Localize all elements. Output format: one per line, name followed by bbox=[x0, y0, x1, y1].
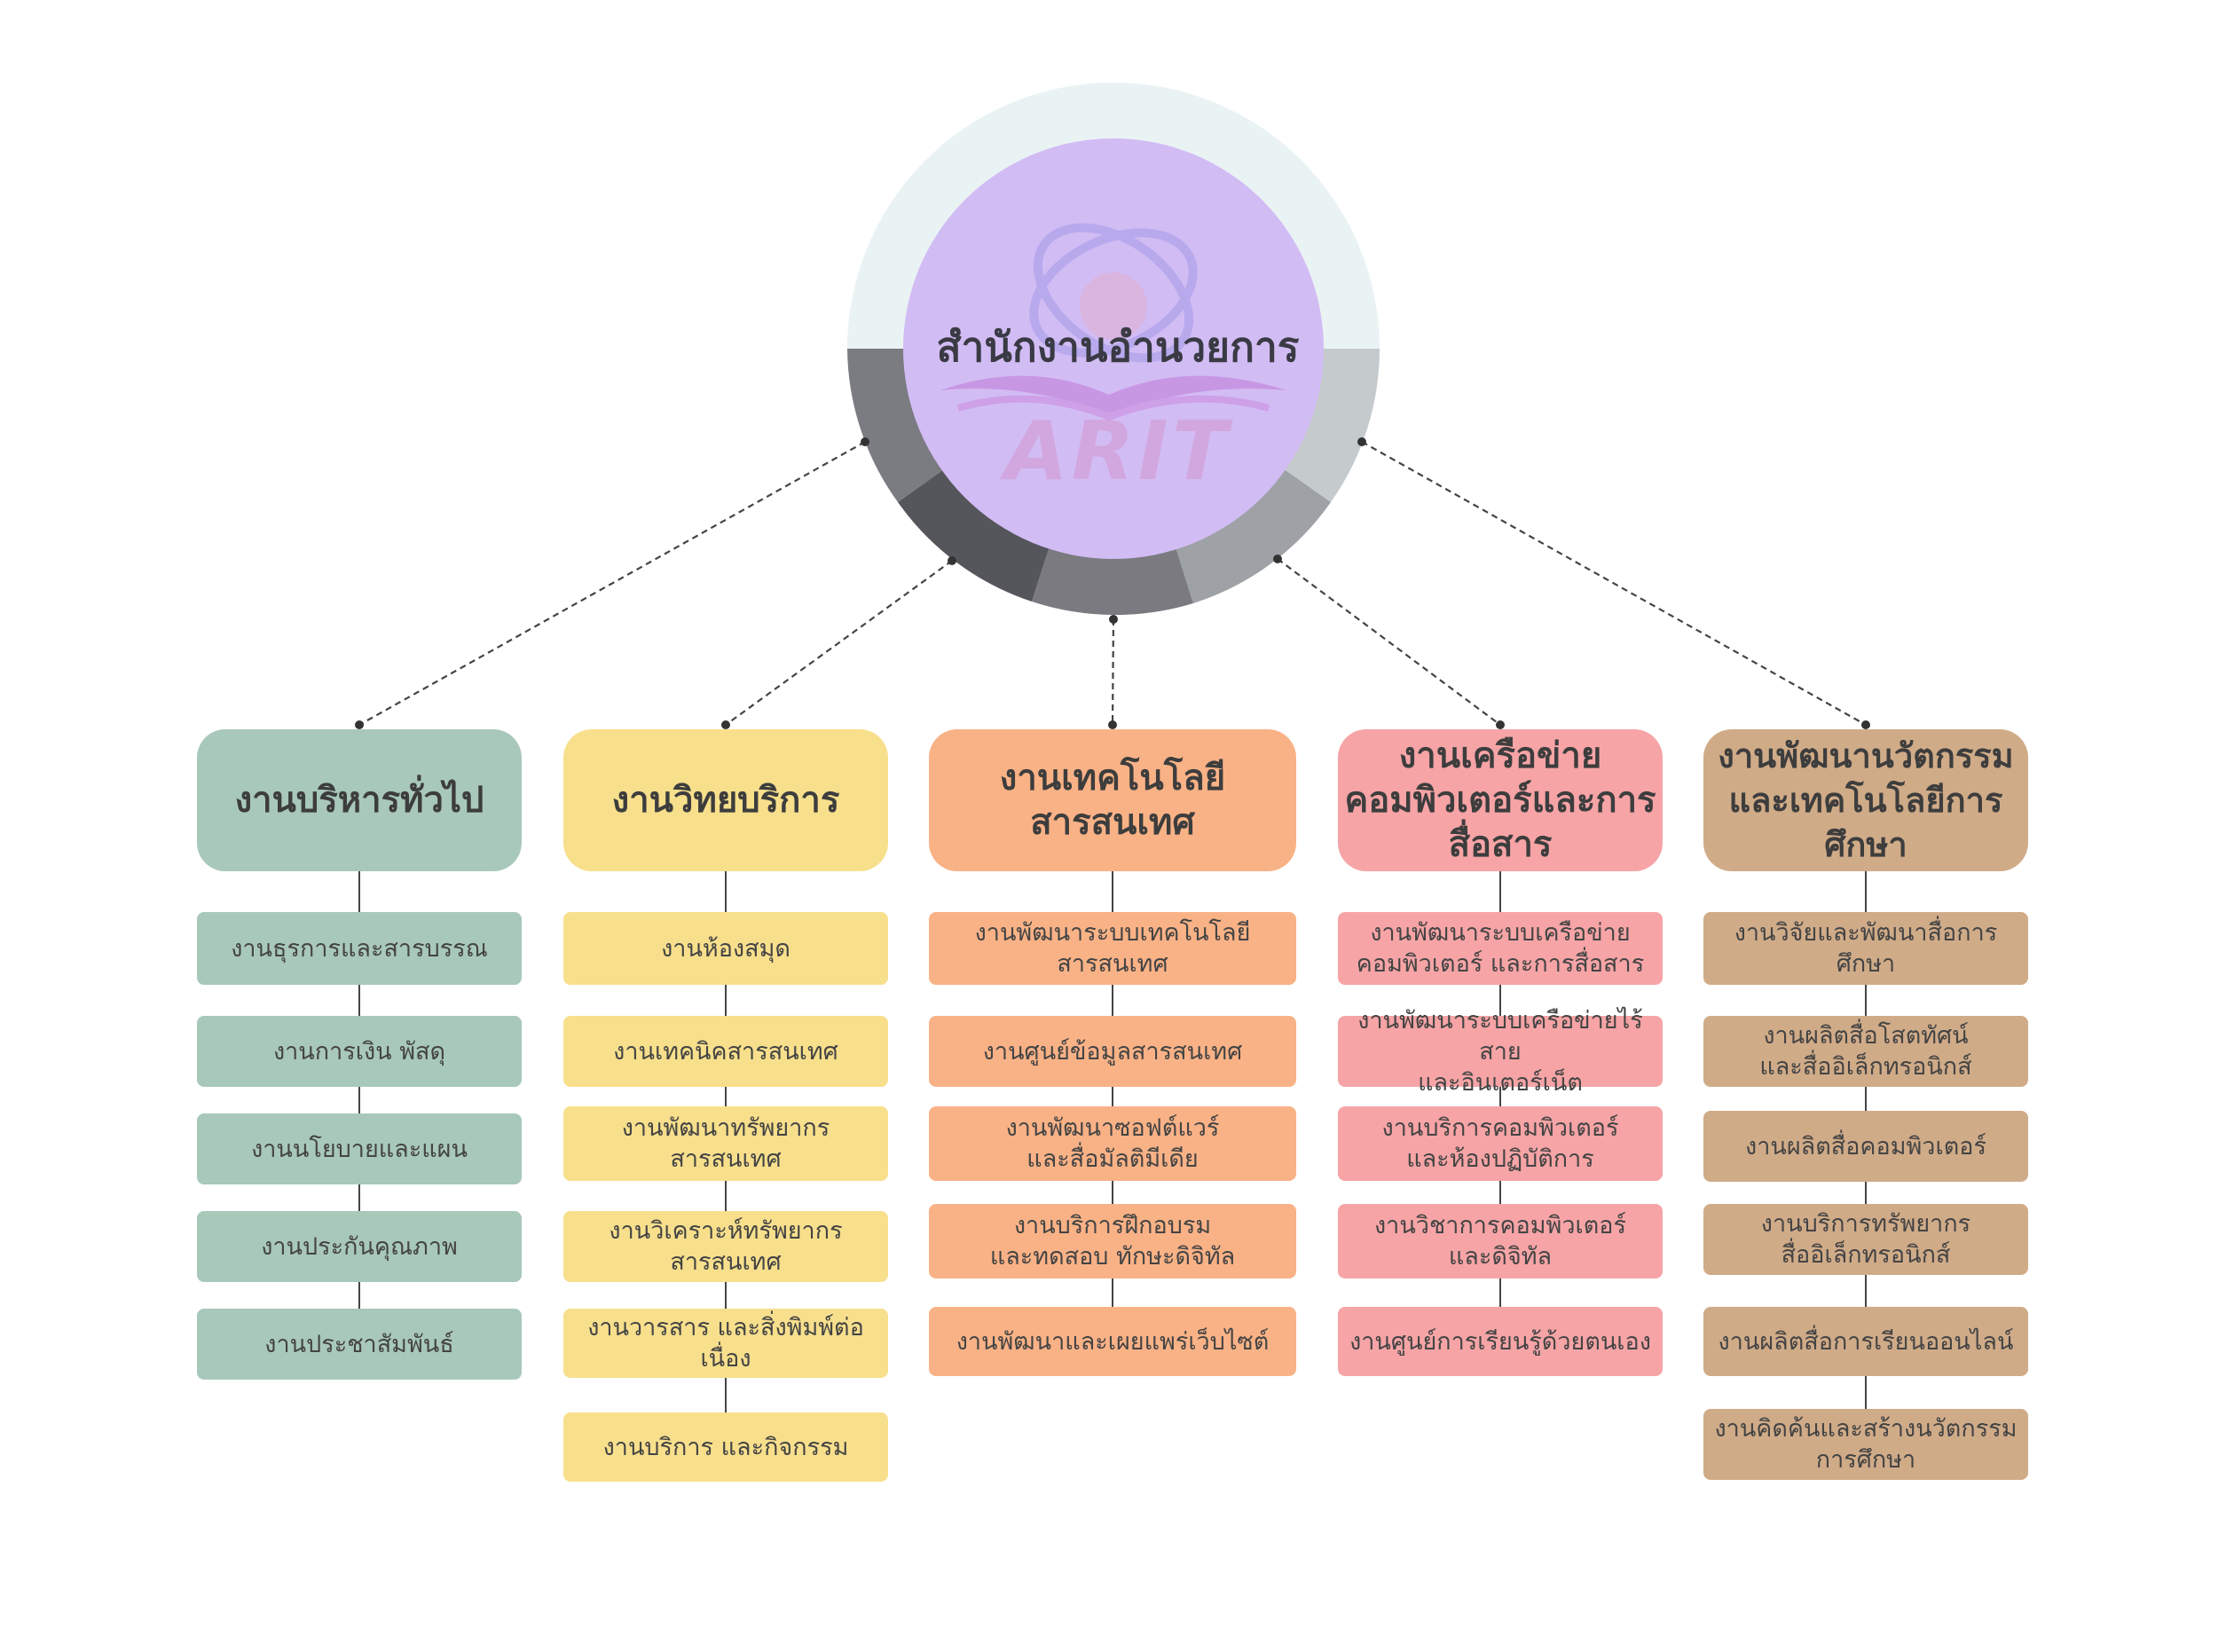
connector-dot bbox=[1108, 720, 1117, 729]
connector-dot bbox=[721, 720, 730, 729]
sub-unit-box: งานพัฒนาระบบเทคโนโลยี สารสนเทศ bbox=[929, 912, 1296, 985]
sub-unit-box: งานประชาสัมพันธ์ bbox=[197, 1309, 522, 1380]
arit-logo-emblem bbox=[940, 223, 1286, 421]
sub-unit-box: งานพัฒนาทรัพยากร สารสนเทศ bbox=[563, 1106, 888, 1181]
sub-unit-box: งานพัฒนาระบบเครือข่าย คอมพิวเตอร์ และการ… bbox=[1338, 912, 1663, 985]
sub-unit-box: งานวิจัยและพัฒนาสื่อการศึกษา bbox=[1703, 912, 2028, 985]
sub-unit-box: งานการเงิน พัสดุ bbox=[197, 1016, 522, 1087]
sub-unit-box: งานพัฒนาระบบเครือข่ายไร้สาย และอินเตอร์เ… bbox=[1338, 1007, 1663, 1097]
connector-dot bbox=[861, 437, 869, 446]
hub-connector-line bbox=[358, 441, 866, 726]
hub-connector-line bbox=[725, 560, 953, 726]
connector-dot bbox=[1357, 437, 1366, 446]
sub-unit-box: งานผลิตสื่อโสตทัศน์ และสื่ออิเล็กทรอนิกส… bbox=[1703, 1016, 2028, 1087]
sub-unit-box: งานพัฒนาและเผยแพร่เว็บไซต์ bbox=[929, 1307, 1296, 1376]
sub-unit-box: งานวารสาร และสิ่งพิมพ์ต่อเนื่อง bbox=[563, 1309, 888, 1378]
department-head: งานบริหารทั่วไป bbox=[197, 729, 522, 871]
sub-unit-box: งานพัฒนาซอฟต์แวร์ และสื่อมัลติมีเดีย bbox=[929, 1106, 1296, 1181]
sub-unit-box: งานบริการคอมพิวเตอร์ และห้องปฏิบัติการ bbox=[1338, 1106, 1663, 1181]
hub-title: สำนักงานอำนวยการ bbox=[936, 323, 1300, 371]
department-head: งานวิทยบริการ bbox=[563, 729, 888, 871]
sub-unit-box: งานบริการ และกิจกรรม bbox=[563, 1412, 888, 1482]
sub-unit-box: งานเทคนิคสารสนเทศ bbox=[563, 1016, 888, 1087]
sub-unit-box: งานห้องสมุด bbox=[563, 912, 888, 985]
connector-dot bbox=[1273, 555, 1282, 563]
department-head: งานพัฒนานวัตกรรม และเทคโนโลยีการ ศึกษา bbox=[1703, 729, 2028, 871]
connector-dot bbox=[1861, 720, 1870, 729]
sub-unit-box: งานบริการทรัพยากร สื่ออิเล็กทรอนิกส์ bbox=[1703, 1204, 2028, 1275]
sub-unit-box: งานบริการฝึกอบรม และทดสอบ ทักษะดิจิทัล bbox=[929, 1204, 1296, 1278]
hub-connector-line bbox=[1361, 441, 1867, 726]
hub-connector-line bbox=[1277, 558, 1501, 726]
sub-unit-box: งานวิชาการคอมพิวเตอร์ และดิจิทัล bbox=[1338, 1204, 1663, 1278]
sub-unit-box: งานศูนย์การเรียนรู้ด้วยตนเอง bbox=[1338, 1307, 1663, 1376]
connector-dot bbox=[1496, 720, 1505, 729]
connector-dot bbox=[355, 720, 364, 729]
department-head: งานเครือข่าย คอมพิวเตอร์และการ สื่อสาร bbox=[1338, 729, 1663, 871]
sub-unit-box: งานวิเคราะห์ทรัพยากร สารสนเทศ bbox=[563, 1211, 888, 1282]
sub-unit-box: งานผลิตสื่อคอมพิวเตอร์ bbox=[1703, 1111, 2028, 1182]
sub-unit-box: งานนโยบายและแผน bbox=[197, 1113, 522, 1184]
department-head: งานเทคโนโลยี สารสนเทศ bbox=[929, 729, 1296, 871]
connector-dot bbox=[1109, 615, 1118, 624]
sub-unit-box: งานธุรการและสารบรรณ bbox=[197, 912, 522, 985]
sub-unit-box: งานคิดค้นและสร้างนวัตกรรม การศึกษา bbox=[1703, 1409, 2028, 1480]
sub-unit-box: งานประกันคุณภาพ bbox=[197, 1211, 522, 1282]
arit-logo-text: ARIT bbox=[1004, 404, 1231, 499]
sub-unit-box: งานศูนย์ข้อมูลสารสนเทศ bbox=[929, 1016, 1296, 1087]
connector-dot bbox=[948, 556, 956, 565]
sub-unit-box: งานผลิตสื่อการเรียนออนไลน์ bbox=[1703, 1307, 2028, 1376]
